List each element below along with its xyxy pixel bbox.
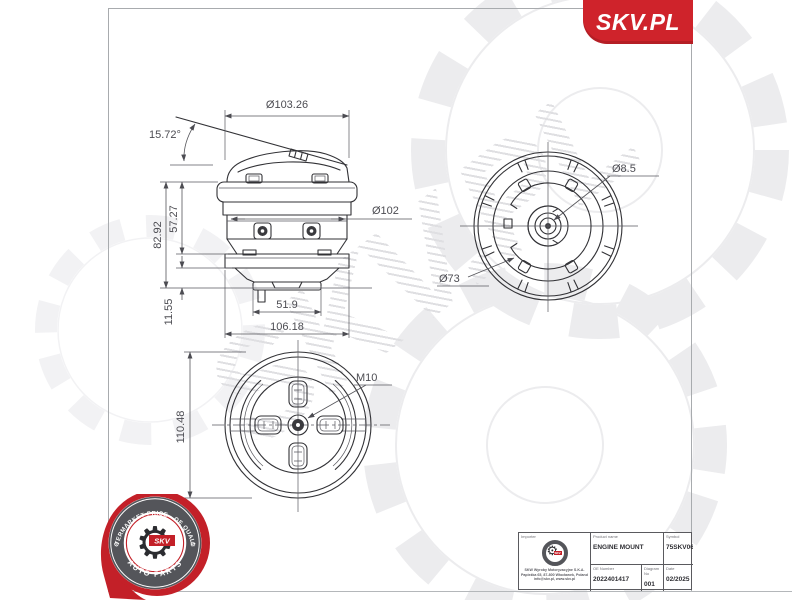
dim-inner-width: 51.9 bbox=[276, 299, 297, 311]
oe-number-value: 2022401417 bbox=[593, 576, 630, 583]
dim-thread: M10 bbox=[356, 372, 377, 384]
dim-ring-diameter: Ø73 bbox=[439, 273, 460, 285]
front-view-dimensions: Ø103.26 15.72° 82.92 57.27 11.55 Ø102 51… bbox=[149, 99, 412, 338]
diagram-no-value: 001 bbox=[644, 581, 655, 588]
front-view bbox=[175, 116, 358, 303]
product-name-cell: Product name ENGINE MOUNT bbox=[590, 533, 663, 564]
diagram-no-cell: Diagram No 001 bbox=[641, 564, 663, 591]
company-line: info@skv.pl, www.skv.pl bbox=[533, 577, 576, 582]
dim-top-diameter: Ø103.26 bbox=[266, 99, 308, 111]
dim-cap-angle: 15.72° bbox=[149, 129, 181, 141]
importer-label: Importer bbox=[521, 534, 536, 539]
symbol-cell: Symbol 75SKV063 bbox=[663, 533, 693, 564]
diagram-no-label: Diagram No bbox=[644, 566, 660, 576]
sheet-frame-bottom-line bbox=[108, 591, 792, 592]
mini-badge: ⚙ SKV bbox=[541, 540, 568, 566]
bottom-view bbox=[212, 340, 390, 512]
dim-total-height: 82.92 bbox=[152, 221, 164, 249]
title-block-importer-cell: Importer ⚙ SKV SKW Wyroby Motoryzacyjne … bbox=[519, 533, 590, 591]
symbol-label: Symbol bbox=[666, 534, 680, 539]
title-block: Importer ⚙ SKV SKW Wyroby Motoryzacyjne … bbox=[518, 532, 693, 591]
symbol-value: 75SKV063 bbox=[666, 544, 693, 551]
side-view-dimensions: Ø8.5 Ø73 bbox=[437, 163, 659, 287]
dim-lower-height: 11.55 bbox=[163, 299, 175, 326]
dim-outer-height: 110.48 bbox=[175, 411, 187, 444]
date-cell: Date 02/2025 bbox=[663, 564, 693, 591]
bottom-view-dimensions: 110.48 M10 bbox=[175, 351, 392, 499]
badge-side-gear-icon: ⚙ bbox=[190, 541, 196, 549]
oe-number-label: OE Number bbox=[593, 566, 615, 571]
date-label: Date bbox=[666, 566, 675, 571]
company-line: Papieżka 65, 87-800 Włocławek, Poland bbox=[521, 572, 588, 577]
side-view bbox=[460, 142, 638, 312]
badge-center-text: SKV bbox=[154, 537, 170, 546]
dim-upper-height: 57.27 bbox=[168, 205, 180, 233]
mini-badge-text: SKV bbox=[553, 551, 562, 555]
brand-logo: SKV.PL bbox=[583, 0, 693, 44]
company-line: SKW Wyroby Motoryzacyjne S.K.A. bbox=[524, 568, 585, 572]
dim-base-width: 106.18 bbox=[270, 321, 304, 333]
dim-mid-diameter: Ø102 bbox=[372, 205, 399, 217]
brand-logo-text: SKV.PL bbox=[596, 8, 680, 35]
product-name-label: Product name bbox=[593, 534, 618, 539]
badge-side-gear-icon: ⚙ bbox=[114, 541, 120, 549]
product-name-value: ENGINE MOUNT bbox=[593, 544, 644, 551]
mini-gear-icon: ⚙ bbox=[546, 543, 559, 558]
quality-badge: AFTERMARKET PRICE · OE QUALITY AUTO PART… bbox=[94, 494, 210, 600]
dim-hole-diameter: Ø8.5 bbox=[612, 163, 636, 175]
date-value: 02/2025 bbox=[666, 576, 690, 583]
oe-number-cell: OE Number 2022401417 bbox=[590, 564, 641, 591]
